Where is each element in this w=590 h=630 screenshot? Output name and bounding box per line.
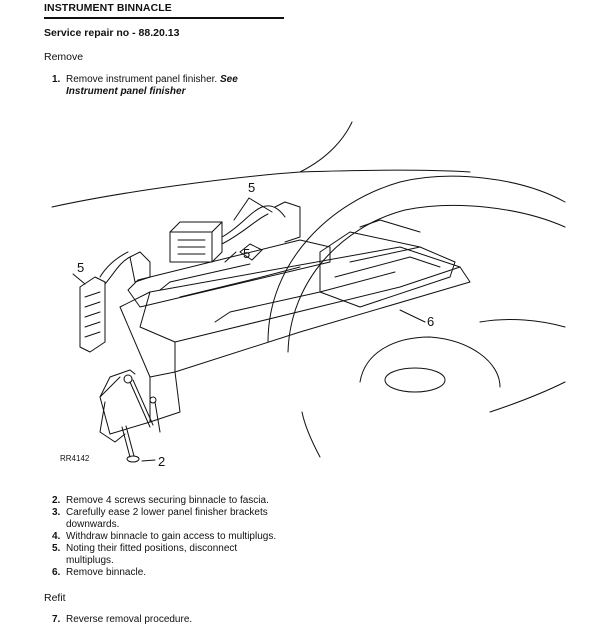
step-5-number: 5. xyxy=(52,543,61,554)
step-6: 6. Remove binnacle. xyxy=(52,567,352,579)
step-5-line-1: Noting their fitted positions, disconnec… xyxy=(66,543,238,554)
step-3-number: 3. xyxy=(52,507,61,518)
step-1-number: 1. xyxy=(52,74,61,85)
refit-heading: Refit xyxy=(44,592,66,604)
step-5: 5. Noting their fitted positions, discon… xyxy=(52,543,352,567)
step-1-see: See xyxy=(219,74,238,85)
binnacle-illustration: 5 5 5 6 2 RR4142 xyxy=(51,121,566,469)
callout-2: 2 xyxy=(158,454,165,469)
step-3: 3. Carefully ease 2 lower panel finisher… xyxy=(52,507,352,531)
step-2-number: 2. xyxy=(52,495,61,506)
section-title: INSTRUMENT BINNACLE xyxy=(44,2,172,14)
step-1: 1. Remove instrument panel finisher. See… xyxy=(52,74,312,100)
step-4-line-1: Withdraw binnacle to gain access to mult… xyxy=(66,531,277,542)
callout-6: 6 xyxy=(427,314,434,329)
service-repair-number: Service repair no - 88.20.13 xyxy=(44,27,180,39)
step-3-line-2: downwards. xyxy=(66,519,120,530)
step-4-number: 4. xyxy=(52,531,61,542)
figure-reference-code: RR4142 xyxy=(60,454,90,463)
step-5-line-2: multiplugs. xyxy=(66,555,114,566)
steps-list: 2. Remove 4 screws securing binnacle to … xyxy=(52,495,352,585)
step-7-text: Reverse removal procedure. xyxy=(66,614,193,625)
step-2-line-1: Remove 4 screws securing binnacle to fas… xyxy=(66,495,269,506)
step-7-number: 7. xyxy=(52,614,61,625)
step-7: 7. Reverse removal procedure. xyxy=(52,614,312,626)
callout-5-mid: 5 xyxy=(243,246,250,261)
callout-5-left: 5 xyxy=(77,260,84,275)
callout-5-top: 5 xyxy=(248,180,255,195)
remove-heading: Remove xyxy=(44,51,84,63)
step-6-number: 6. xyxy=(52,567,61,578)
step-4: 4. Withdraw binnacle to gain access to m… xyxy=(52,531,352,543)
step-6-line-1: Remove binnacle. xyxy=(66,567,147,578)
step-1-reference-link[interactable]: Instrument panel finisher xyxy=(66,86,186,97)
step-2: 2. Remove 4 screws securing binnacle to … xyxy=(52,495,352,507)
step-3-line-1: Carefully ease 2 lower panel finisher br… xyxy=(66,507,268,518)
step-1-text: Remove instrument panel finisher. xyxy=(66,74,220,85)
title-divider xyxy=(44,17,284,19)
